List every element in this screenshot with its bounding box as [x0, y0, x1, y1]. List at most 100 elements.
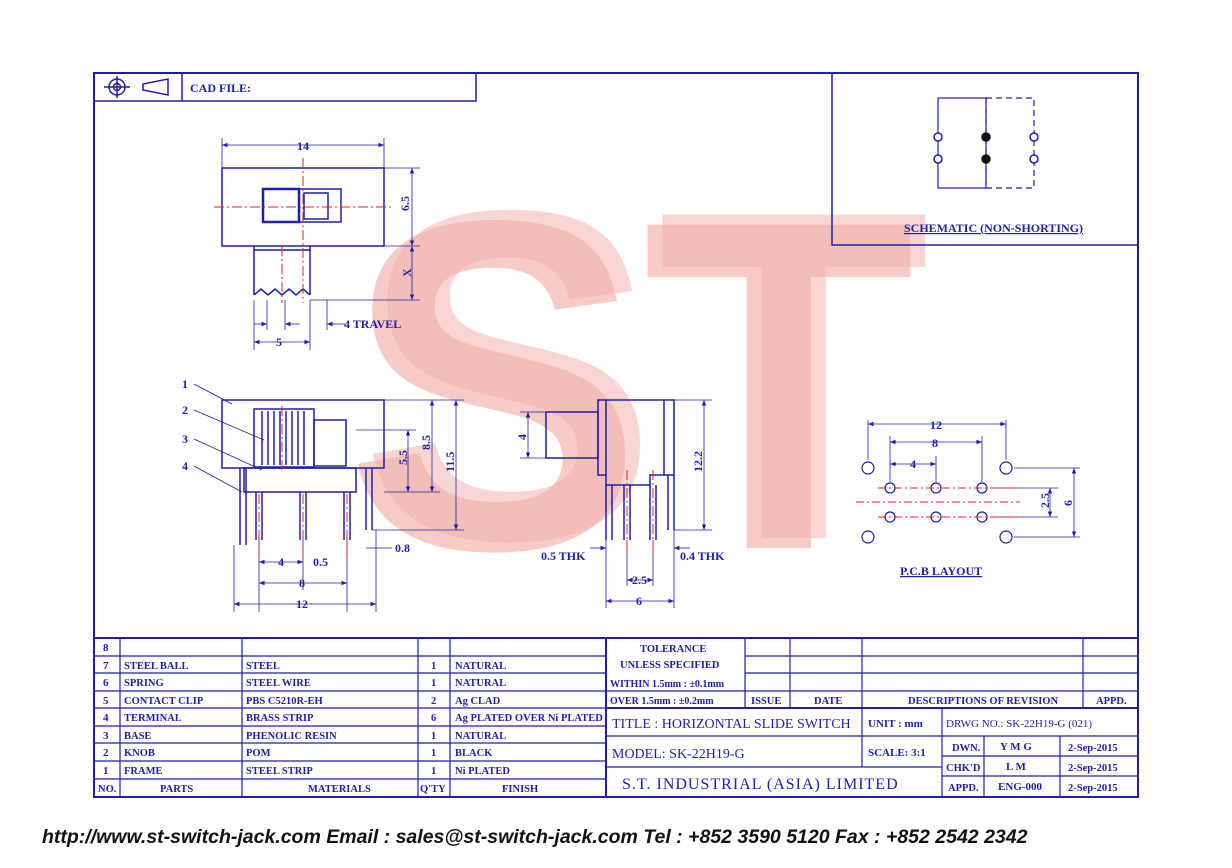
svg-text:Q'TY: Q'TY: [420, 784, 446, 795]
svg-text:1: 1: [431, 766, 436, 777]
svg-text:BLACK: BLACK: [455, 748, 493, 759]
svg-text:DWN.: DWN.: [952, 743, 981, 754]
svg-text:L M: L M: [1006, 761, 1026, 773]
svg-text:1: 1: [431, 748, 436, 759]
svg-text:NATURAL: NATURAL: [455, 661, 506, 672]
svg-text:PBS C5210R-EH: PBS C5210R-EH: [246, 696, 323, 707]
svg-text:2-Sep-2015: 2-Sep-2015: [1068, 743, 1118, 754]
dim-top-height: 6.5: [398, 196, 412, 211]
dim-pcb-2-5: 2.5: [1038, 493, 1052, 508]
dim-top-travel: 4 TRAVEL: [344, 317, 401, 331]
cad-header: [93, 72, 477, 102]
svg-text:1: 1: [431, 661, 436, 672]
svg-text:Ag CLAD: Ag CLAD: [455, 696, 501, 707]
svg-text:NATURAL: NATURAL: [455, 678, 506, 689]
svg-text:1: 1: [431, 678, 436, 689]
contact-footer: http://www.st-switch-jack.com Email : sa…: [42, 826, 1028, 848]
svg-text:STEEL: STEEL: [246, 661, 280, 672]
side-view: [193, 383, 464, 612]
svg-text:APPD.: APPD.: [1096, 696, 1127, 707]
svg-text:Y M G: Y M G: [1000, 741, 1032, 753]
svg-text:KNOB: KNOB: [124, 748, 155, 759]
pcb-title: P.C.B LAYOUT: [900, 564, 982, 578]
svg-text:APPD.: APPD.: [948, 783, 979, 794]
st-watermark: ST ST: [345, 113, 930, 648]
dim-pcb-8: 8: [932, 436, 938, 450]
callout-4: 4: [182, 459, 188, 473]
dim-pcb-4: 4: [910, 457, 916, 471]
svg-text:MATERIALS: MATERIALS: [308, 784, 371, 795]
svg-text:4: 4: [103, 712, 109, 724]
svg-text:DESCRIPTIONS OF REVISION: DESCRIPTIONS OF REVISION: [908, 696, 1059, 707]
svg-text:TERMINAL: TERMINAL: [124, 713, 182, 724]
dim-end-12-2: 12.2: [691, 451, 705, 472]
dim-side-0-8: 0.8: [395, 541, 410, 555]
svg-text:ENG-000: ENG-000: [998, 781, 1043, 793]
svg-text:NATURAL: NATURAL: [455, 731, 506, 742]
cad-file-label: CAD FILE:: [190, 81, 251, 95]
svg-text:2-Sep-2015: 2-Sep-2015: [1068, 783, 1118, 794]
schematic-title: SCHEMATIC (NON-SHORTING): [904, 221, 1083, 235]
svg-text:UNIT : mm: UNIT : mm: [868, 718, 923, 730]
dim-side-8-5: 8.5: [419, 435, 433, 450]
svg-text:STEEL WIRE: STEEL WIRE: [246, 678, 311, 689]
dim-side-0-5: 0.5: [313, 555, 328, 569]
svg-text:8: 8: [103, 642, 109, 654]
dim-top-width: 14: [297, 139, 309, 153]
svg-text:MODEL: SK-22H19-G: MODEL: SK-22H19-G: [612, 747, 745, 762]
title-block: TITLE : HORIZONTAL SLIDE SWITCH UNIT : m…: [612, 717, 1118, 794]
end-view: [520, 399, 712, 608]
svg-text:STEEL STRIP: STEEL STRIP: [246, 766, 313, 777]
svg-text:CHK'D: CHK'D: [946, 763, 981, 774]
dim-end-2-5: 2.5: [632, 573, 647, 587]
svg-text:6: 6: [103, 677, 109, 689]
callout-3: 3: [182, 432, 188, 446]
svg-text:TITLE : HORIZONTAL SLIDE SWITC: TITLE : HORIZONTAL SLIDE SWITCH: [612, 717, 851, 732]
callout-2: 2: [182, 403, 188, 417]
svg-text:SPRING: SPRING: [124, 678, 164, 689]
dim-top-knob-width: 5: [276, 335, 282, 349]
dim-end-6: 6: [636, 594, 642, 608]
svg-text:S.T. INDUSTRIAL (ASIA) LIMITED: S.T. INDUSTRIAL (ASIA) LIMITED: [622, 776, 899, 793]
revision-header: ISSUE DATE DESCRIPTIONS OF REVISION APPD…: [751, 696, 1127, 707]
svg-text:BASE: BASE: [124, 731, 151, 742]
svg-text:FRAME: FRAME: [124, 766, 163, 777]
svg-text:STEEL BALL: STEEL BALL: [124, 661, 189, 672]
svg-text:POM: POM: [246, 748, 271, 759]
svg-text:2: 2: [103, 747, 109, 759]
dim-top-x: X: [400, 268, 414, 277]
parts-table-grid: [94, 637, 1138, 797]
svg-text:3: 3: [103, 730, 109, 742]
svg-text:2: 2: [431, 696, 436, 707]
svg-text:1: 1: [103, 765, 109, 777]
watermark-text: ST: [345, 123, 915, 648]
svg-text:1: 1: [431, 731, 436, 742]
drawing-border: [93, 72, 1139, 798]
svg-text:BRASS STRIP: BRASS STRIP: [246, 713, 314, 724]
svg-text:TOLERANCE: TOLERANCE: [640, 644, 706, 655]
svg-text:CONTACT CLIP: CONTACT CLIP: [124, 696, 204, 707]
svg-text:SCALE: 3:1: SCALE: 3:1: [868, 747, 926, 759]
dim-pcb-12: 12: [930, 418, 942, 432]
dim-side-12: 12: [296, 597, 308, 611]
svg-text:5: 5: [103, 695, 109, 707]
parts-table: 8 7 STEEL BALL STEEL 1 NATURAL 6 SPRING …: [98, 642, 603, 795]
svg-text:DRWG NO.: SK-22H19-G (021): DRWG NO.: SK-22H19-G (021): [946, 718, 1092, 730]
svg-text:UNLESS SPECIFIED: UNLESS SPECIFIED: [620, 660, 720, 671]
svg-text:PHENOLIC RESIN: PHENOLIC RESIN: [246, 731, 337, 742]
schematic-box: [831, 72, 1139, 246]
svg-text:OVER 1.5mm : ±0.2mm: OVER 1.5mm : ±0.2mm: [610, 696, 714, 707]
svg-text:Ag PLATED OVER Ni PLATED: Ag PLATED OVER Ni PLATED: [455, 713, 603, 724]
svg-text:2-Sep-2015: 2-Sep-2015: [1068, 763, 1118, 774]
dim-end-4: 4: [515, 434, 529, 440]
svg-text:FINISH: FINISH: [502, 784, 538, 795]
dim-side-8: 8: [299, 576, 305, 590]
dim-end-0-4-thk: 0.4 THK: [680, 549, 725, 563]
tolerance-block: TOLERANCE UNLESS SPECIFIED WITHIN 1.5mm …: [610, 644, 725, 707]
svg-text:PARTS: PARTS: [160, 784, 193, 795]
dim-pcb-6: 6: [1061, 500, 1075, 506]
svg-text:ST: ST: [360, 113, 930, 638]
svg-text:NO.: NO.: [98, 784, 117, 795]
dim-end-0-5-thk: 0.5 THK: [541, 549, 586, 563]
